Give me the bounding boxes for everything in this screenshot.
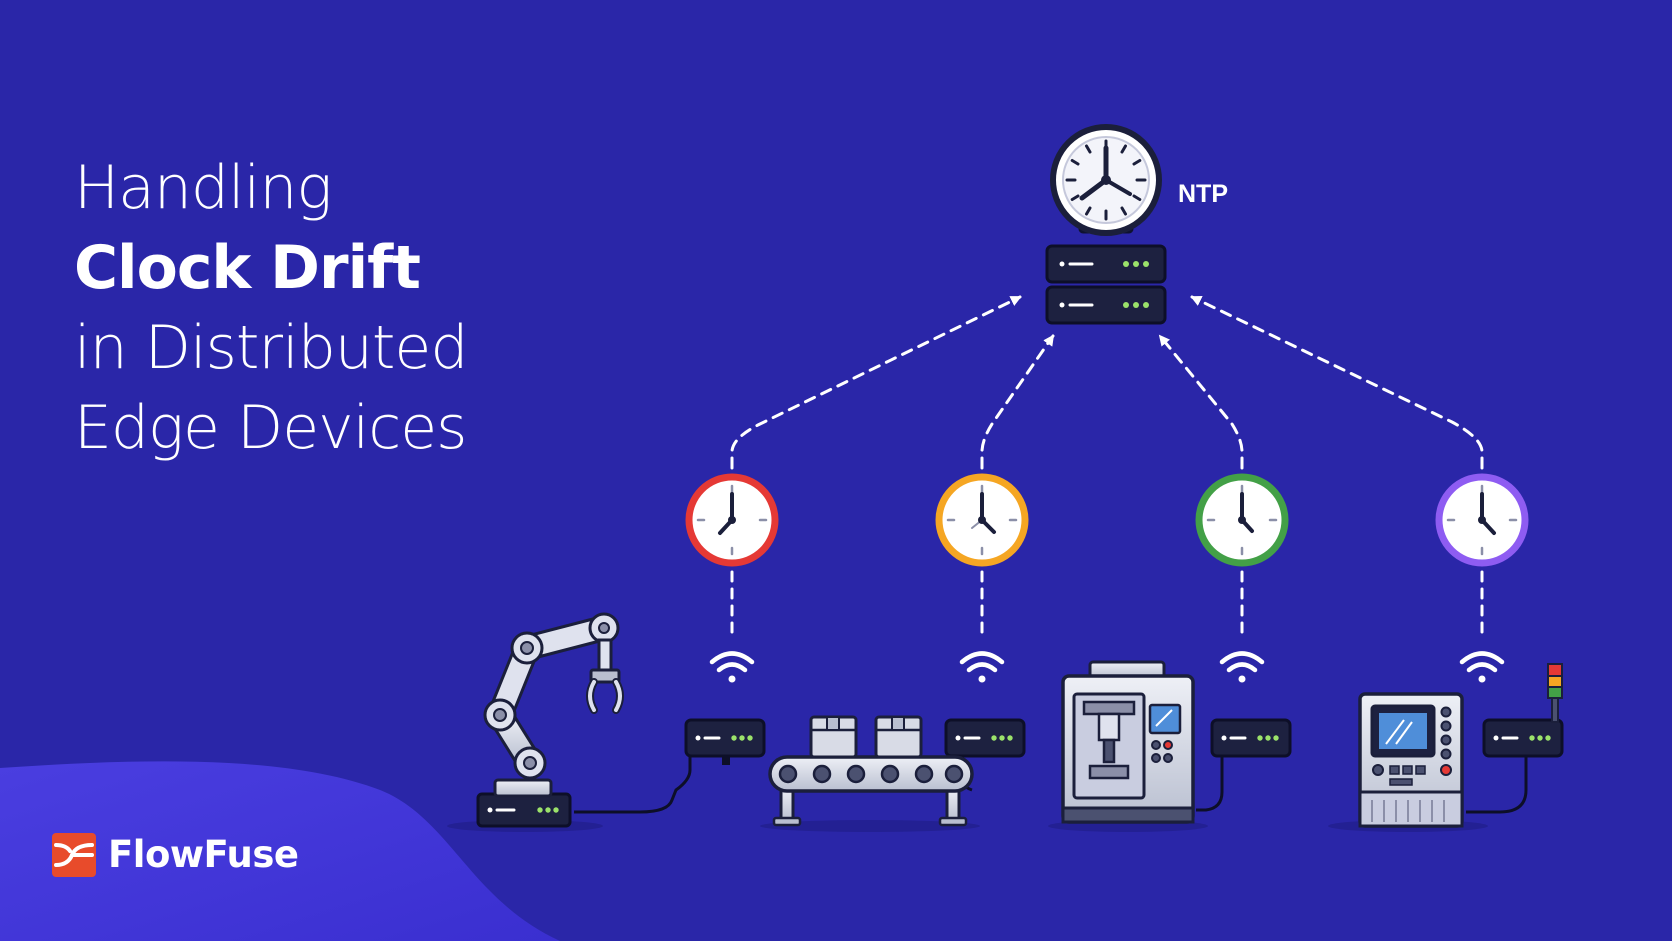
conveyor-belt-icon [760,715,980,832]
brand-name: FlowFuse [108,832,299,876]
edge-gateway-3 [1196,718,1292,812]
control-panel-icon [1328,663,1563,832]
sync-arrow-2 [980,334,1055,470]
ntp-server-rack-icon [1045,244,1167,325]
wifi-icon-3 [1219,651,1265,683]
edge-gateway-4 [1466,718,1564,814]
device-clock-green [1195,473,1289,567]
brand-block: FlowFuse [52,832,299,876]
title-line-3: in Distributed [74,313,468,383]
flowfuse-logo-icon [52,833,96,877]
signal-tower-icon [1547,663,1563,723]
robot-arm-icon [447,612,624,832]
title-line-4: Edge Devices [74,393,467,463]
brand-logo-spacer [52,832,96,876]
sync-arrow-3 [1158,334,1244,470]
title-line-2: Clock Drift [74,233,421,303]
cnc-machine-icon [1048,660,1208,832]
title-line-1: Handling [74,153,332,223]
ntp-server-group [1045,124,1167,325]
page-title: Handling Clock Drift in Distributed Edge… [74,148,468,468]
brand-wave [0,761,560,941]
sync-arrow-4 [1190,295,1484,470]
edge-gateway-1 [574,718,766,814]
device-clock-purple [1435,473,1529,567]
device-clock-orange [935,473,1029,567]
wifi-icons [709,651,1505,683]
sync-arrows [730,295,1484,470]
sync-arrow-1 [730,295,1022,470]
wifi-icon-4 [1459,651,1505,683]
device-clock-red [685,473,779,567]
ntp-label: NTP [1178,180,1228,208]
wifi-icon-2 [959,651,1005,683]
wifi-icon-1 [709,651,755,683]
edge-gateways [574,718,1564,814]
clock-wifi-links [730,570,1484,642]
